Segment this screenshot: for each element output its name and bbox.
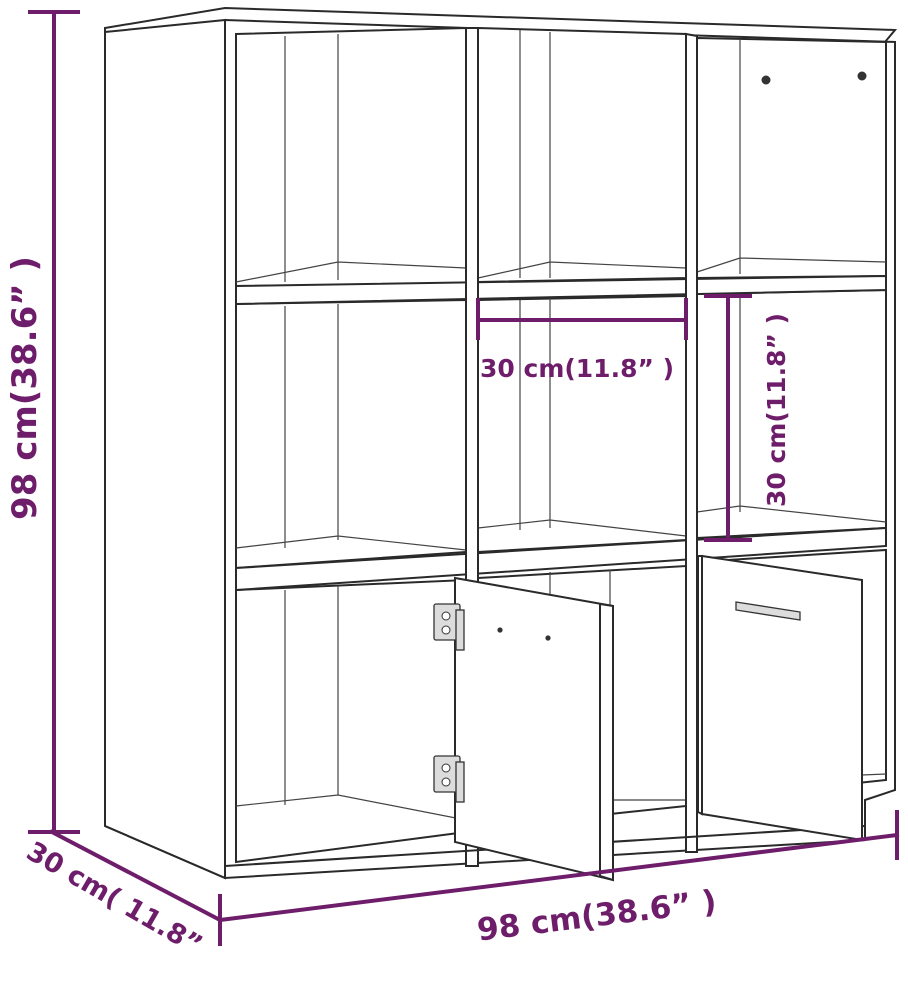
door-right xyxy=(697,554,863,842)
cubby-row3-col1 xyxy=(235,578,467,864)
compartment-width-label: 30 cm(11.8” ) xyxy=(480,354,674,383)
dimension-lines xyxy=(28,10,900,946)
height-label: 98 cm(38.6” ) xyxy=(5,256,45,520)
cabinet-bottom-edge xyxy=(104,825,226,879)
width-label: 98 cm(38.6” ) xyxy=(475,884,718,949)
cubby-row1-col3 xyxy=(696,36,887,280)
door-hinge-icon xyxy=(433,755,465,803)
door-left xyxy=(433,576,614,882)
door-handle-icon xyxy=(735,601,801,621)
cubby-row2-col1 xyxy=(235,298,467,570)
compartment-height-label: 30 cm(11.8” ) xyxy=(762,313,791,507)
cubby-row1-col2 xyxy=(477,26,687,284)
cubby-row2-col3 xyxy=(696,288,887,540)
mount-hole-left xyxy=(761,75,771,85)
cubby-row1-col1 xyxy=(235,26,467,288)
compartment-width-line xyxy=(476,298,688,340)
width-dimension-line xyxy=(217,810,900,923)
cubby-row2-col2 xyxy=(477,294,687,554)
door-hinge-icon xyxy=(433,603,465,651)
cabinet-left-side xyxy=(104,18,226,880)
shelf-upper xyxy=(235,274,887,306)
divider-right xyxy=(685,32,698,853)
mount-hole-right xyxy=(857,71,867,81)
shelf-middle xyxy=(235,526,887,592)
compartment-height-line xyxy=(704,294,752,542)
